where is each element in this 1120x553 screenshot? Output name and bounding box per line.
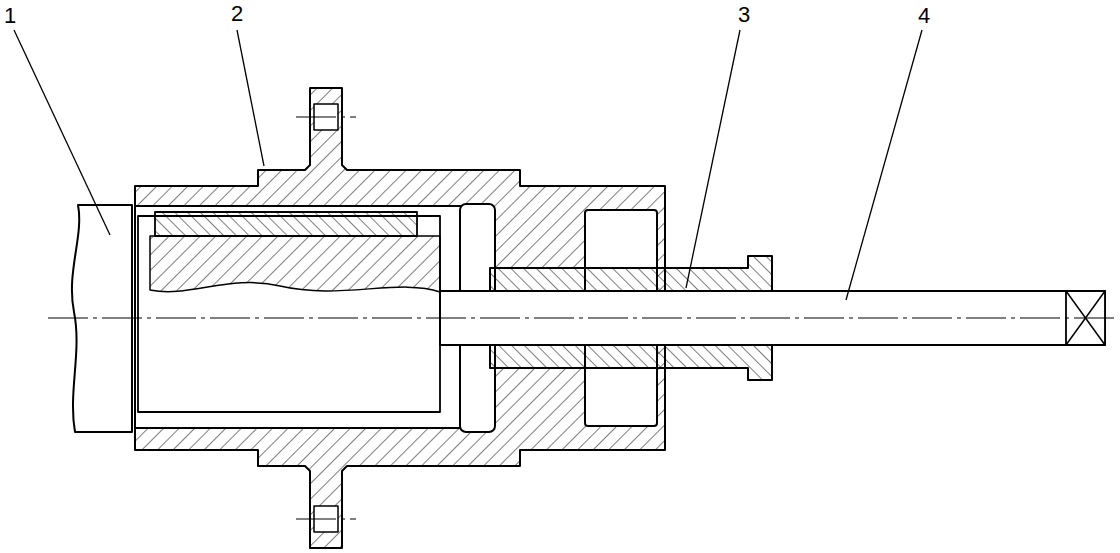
callout-number: 1	[4, 5, 16, 27]
shaft-section	[150, 236, 440, 292]
center-lines	[48, 117, 1115, 519]
callout-number: 4	[918, 5, 930, 27]
bore	[135, 206, 461, 428]
sleeve	[490, 345, 772, 380]
callout-number: 2	[231, 3, 243, 25]
shaft-end	[138, 216, 440, 412]
key-strip	[155, 212, 417, 236]
sleeve	[490, 256, 772, 291]
leader-lines	[14, 30, 922, 300]
callout-number: 3	[738, 4, 750, 26]
